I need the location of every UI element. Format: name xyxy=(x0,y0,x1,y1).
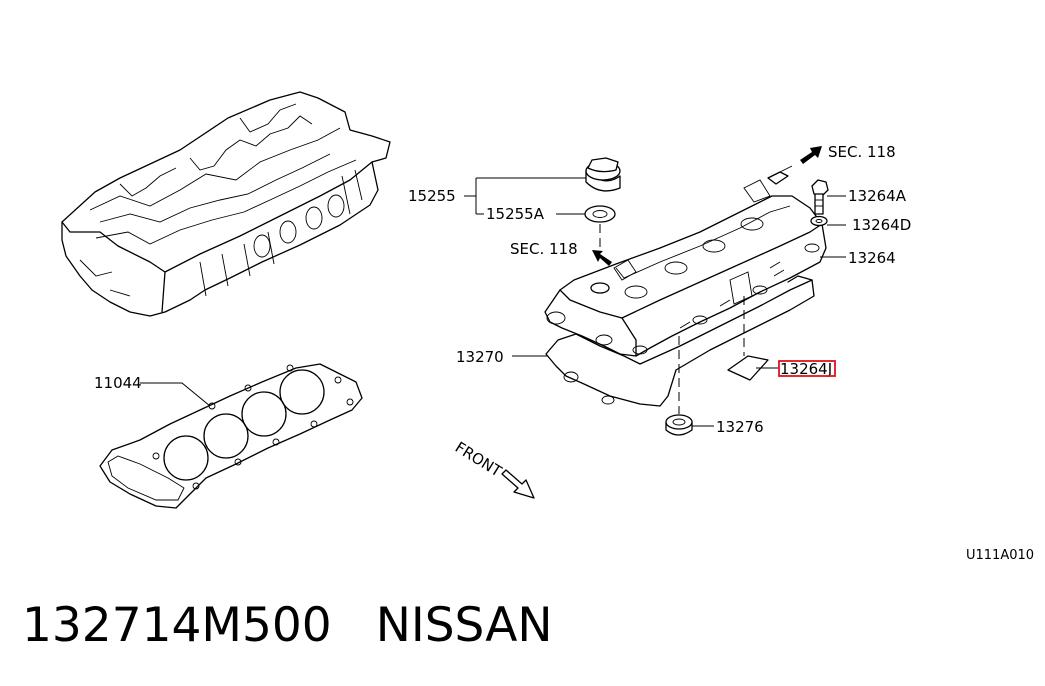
label-13276: 13276 xyxy=(716,418,764,436)
cylinder-head-illustration xyxy=(61,91,391,317)
plug-seal-illustration xyxy=(665,336,693,436)
sec-arrow-top-icon xyxy=(800,146,822,164)
sec-arrow-left-icon xyxy=(592,250,612,266)
plate-illustration xyxy=(727,296,769,381)
part-number: 132714M500 xyxy=(22,598,332,653)
label-13264j: 13264J xyxy=(780,360,832,378)
label-13264d: 13264D xyxy=(852,216,911,234)
bolt-washer-illustration xyxy=(810,179,829,227)
highlight-box xyxy=(778,360,836,377)
label-sec-118-left: SEC. 118 xyxy=(510,240,578,258)
figure-code: U111A010 xyxy=(966,548,1034,563)
label-sec-118-top: SEC. 118 xyxy=(828,143,896,161)
label-13264a: 13264A xyxy=(848,187,907,205)
label-front: FRONT xyxy=(452,438,506,481)
parts-diagram: SEC. 118 15255 15255A SEC. 118 13264A 13… xyxy=(61,91,1034,563)
front-arrow-icon xyxy=(501,469,535,499)
leader-lines xyxy=(140,177,846,427)
label-13270: 13270 xyxy=(456,348,504,366)
footer: 132714M500 NISSAN xyxy=(22,598,1022,662)
head-gasket-illustration xyxy=(99,363,363,509)
label-15255a: 15255A xyxy=(486,205,545,223)
brand-name: NISSAN xyxy=(375,598,553,653)
label-11044: 11044 xyxy=(94,374,142,392)
label-15255: 15255 xyxy=(408,187,456,205)
label-13264: 13264 xyxy=(848,249,896,267)
valve-cover-gasket-illustration xyxy=(545,275,815,407)
valve-cover-illustration xyxy=(544,165,827,357)
oil-filler-cap-illustration xyxy=(584,157,621,250)
